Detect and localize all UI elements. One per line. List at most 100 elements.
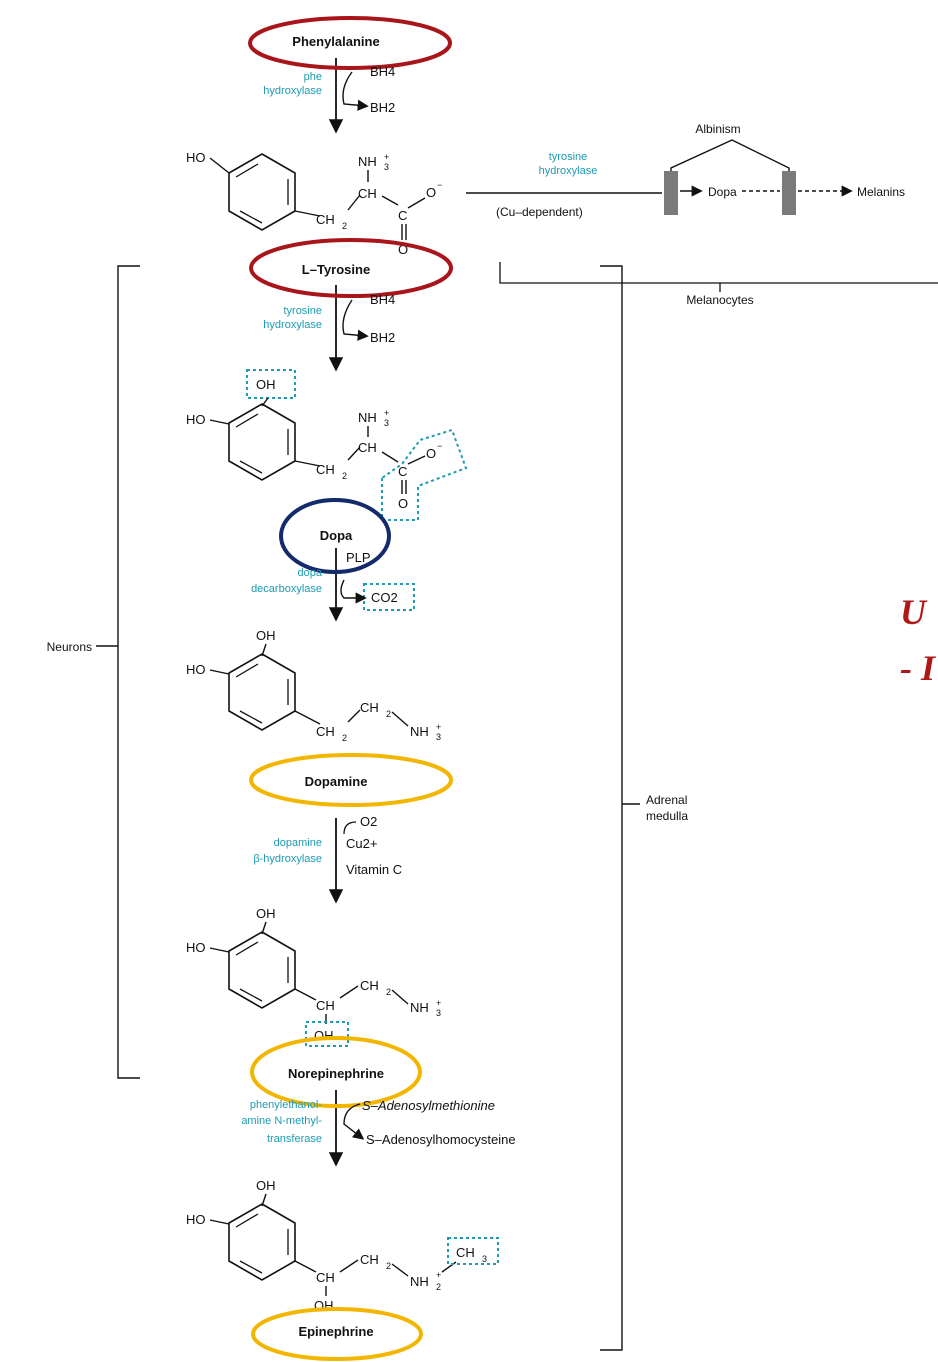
cofactor-bh2-1: BH2 [370, 100, 395, 115]
svg-text:+: + [436, 998, 441, 1008]
compound-norepinephrine: Norepinephrine [288, 1066, 384, 1081]
enzyme-tyrosine-hydroxylase-line1: tyrosine [283, 305, 322, 317]
svg-text:O: O [426, 185, 436, 200]
svg-text:CH: CH [316, 1270, 335, 1285]
enzyme-dopamine-hydroxylase-line2: β-hydroxylase [253, 853, 322, 865]
svg-text:3: 3 [436, 732, 441, 742]
svg-text:CH: CH [316, 998, 335, 1013]
compound-tyrosine: L–Tyrosine [302, 262, 370, 277]
cofactor-curve-3 [340, 579, 367, 604]
enzyme-phe-hydroxylase-line1: phe [304, 71, 322, 83]
svg-text:C: C [398, 464, 407, 479]
enzyme-phe-hydroxylase-line2: hydroxylase [263, 85, 322, 97]
svg-text:2: 2 [342, 221, 347, 231]
svg-text:C: C [398, 208, 407, 223]
cofactor-bh4-1: BH4 [370, 64, 395, 79]
svg-text:2: 2 [342, 471, 347, 481]
cofactor-curve-5 [343, 1103, 365, 1140]
svg-text:CH: CH [358, 440, 377, 455]
enzyme-pnmt-line3: transferase [267, 1133, 322, 1145]
cofactor-bh4-2: BH4 [370, 292, 395, 307]
cofactor-curve-4 [343, 821, 357, 835]
svg-text:2: 2 [342, 733, 347, 743]
svg-text:NH: NH [358, 154, 377, 169]
svg-text:CH: CH [360, 978, 379, 993]
neurons-bracket: Neurons [47, 265, 140, 1079]
block-bar-1 [664, 171, 678, 215]
svg-text:2: 2 [386, 987, 391, 997]
svg-text:O: O [398, 496, 408, 511]
svg-text:CH: CH [316, 724, 335, 739]
branch-enzyme-line1: tyrosine [549, 151, 588, 163]
cofactor-sam: S–Adenosylmethionine [362, 1098, 495, 1113]
svg-text:+: + [436, 1270, 441, 1280]
svg-text:CH: CH [358, 186, 377, 201]
overlay-text-line1: U [900, 592, 928, 632]
svg-text:3: 3 [436, 1008, 441, 1018]
compound-epinephrine: Epinephrine [298, 1324, 373, 1339]
highlight-circle-dopamine [249, 753, 453, 807]
svg-text:+: + [384, 152, 389, 162]
svg-text:CH: CH [316, 462, 335, 477]
svg-text:CH: CH [360, 700, 379, 715]
svg-text:OH: OH [256, 628, 276, 643]
branch-melanins: Melanins [857, 185, 905, 199]
highlight-circle-phenylalanine [248, 16, 452, 70]
melanin-branch: tyrosine hydroxylase (Cu–dependent) Dopa… [466, 122, 938, 307]
branch-cu-dependent: (Cu–dependent) [496, 205, 583, 219]
svg-text:HO: HO [186, 940, 206, 955]
highlight-circle-norepinephrine [250, 1036, 422, 1108]
cofactor-o2: O2 [360, 814, 377, 829]
svg-text:OH: OH [256, 377, 276, 392]
cofactor-bh2-2: BH2 [370, 330, 395, 345]
cofactor-co2: CO2 [371, 590, 398, 605]
svg-text:NH: NH [410, 724, 429, 739]
svg-text:NH: NH [358, 410, 377, 425]
branch-melanocytes: Melanocytes [686, 293, 753, 307]
svg-text:−: − [437, 180, 442, 190]
block-bar-2 [782, 171, 796, 215]
highlight-circle-epinephrine [251, 1307, 423, 1361]
adrenal-bracket: Adrenal medulla [600, 265, 688, 1351]
svg-text:NH: NH [410, 1274, 429, 1289]
svg-text:2: 2 [386, 709, 391, 719]
region-adrenal-line1: Adrenal [646, 793, 687, 807]
enzyme-dopa-decarboxylase-line1: dopa [298, 567, 323, 579]
highlight-circle-tyrosine [249, 238, 453, 298]
branch-enzyme-line2: hydroxylase [539, 165, 598, 177]
svg-text:O: O [398, 242, 408, 257]
svg-text:2: 2 [386, 1261, 391, 1271]
cofactor-sah: S–Adenosylhomocysteine [366, 1132, 516, 1147]
branch-albinism: Albinism [695, 122, 740, 136]
cofactor-vitamin-c: Vitamin C [346, 862, 402, 877]
svg-text:+: + [436, 722, 441, 732]
compound-dopamine: Dopamine [305, 774, 368, 789]
enzyme-pnmt-line1: phenylethanol- [250, 1099, 323, 1111]
svg-text:+: + [384, 408, 389, 418]
compound-phenylalanine: Phenylalanine [292, 34, 379, 49]
svg-text:3: 3 [482, 1254, 487, 1264]
overlay-text-line2: - I [900, 648, 937, 688]
svg-text:OH: OH [256, 1178, 276, 1193]
svg-text:HO: HO [186, 662, 206, 677]
svg-text:3: 3 [384, 162, 389, 172]
svg-text:CH: CH [360, 1252, 379, 1267]
svg-text:2: 2 [436, 1282, 441, 1292]
svg-text:HO: HO [186, 1212, 206, 1227]
svg-text:−: − [437, 441, 442, 451]
cofactor-cu: Cu2+ [346, 836, 377, 851]
enzyme-pnmt-line2: amine N-methyl- [241, 1115, 322, 1127]
svg-text:HO: HO [186, 150, 206, 165]
svg-text:HO: HO [186, 412, 206, 427]
enzyme-dopa-decarboxylase-line2: decarboxylase [251, 583, 322, 595]
svg-text:CH: CH [456, 1245, 475, 1260]
svg-text:OH: OH [256, 906, 276, 921]
region-adrenal-line2: medulla [646, 809, 688, 823]
highlight-circle-dopa [279, 498, 391, 574]
branch-dopa: Dopa [708, 185, 737, 199]
